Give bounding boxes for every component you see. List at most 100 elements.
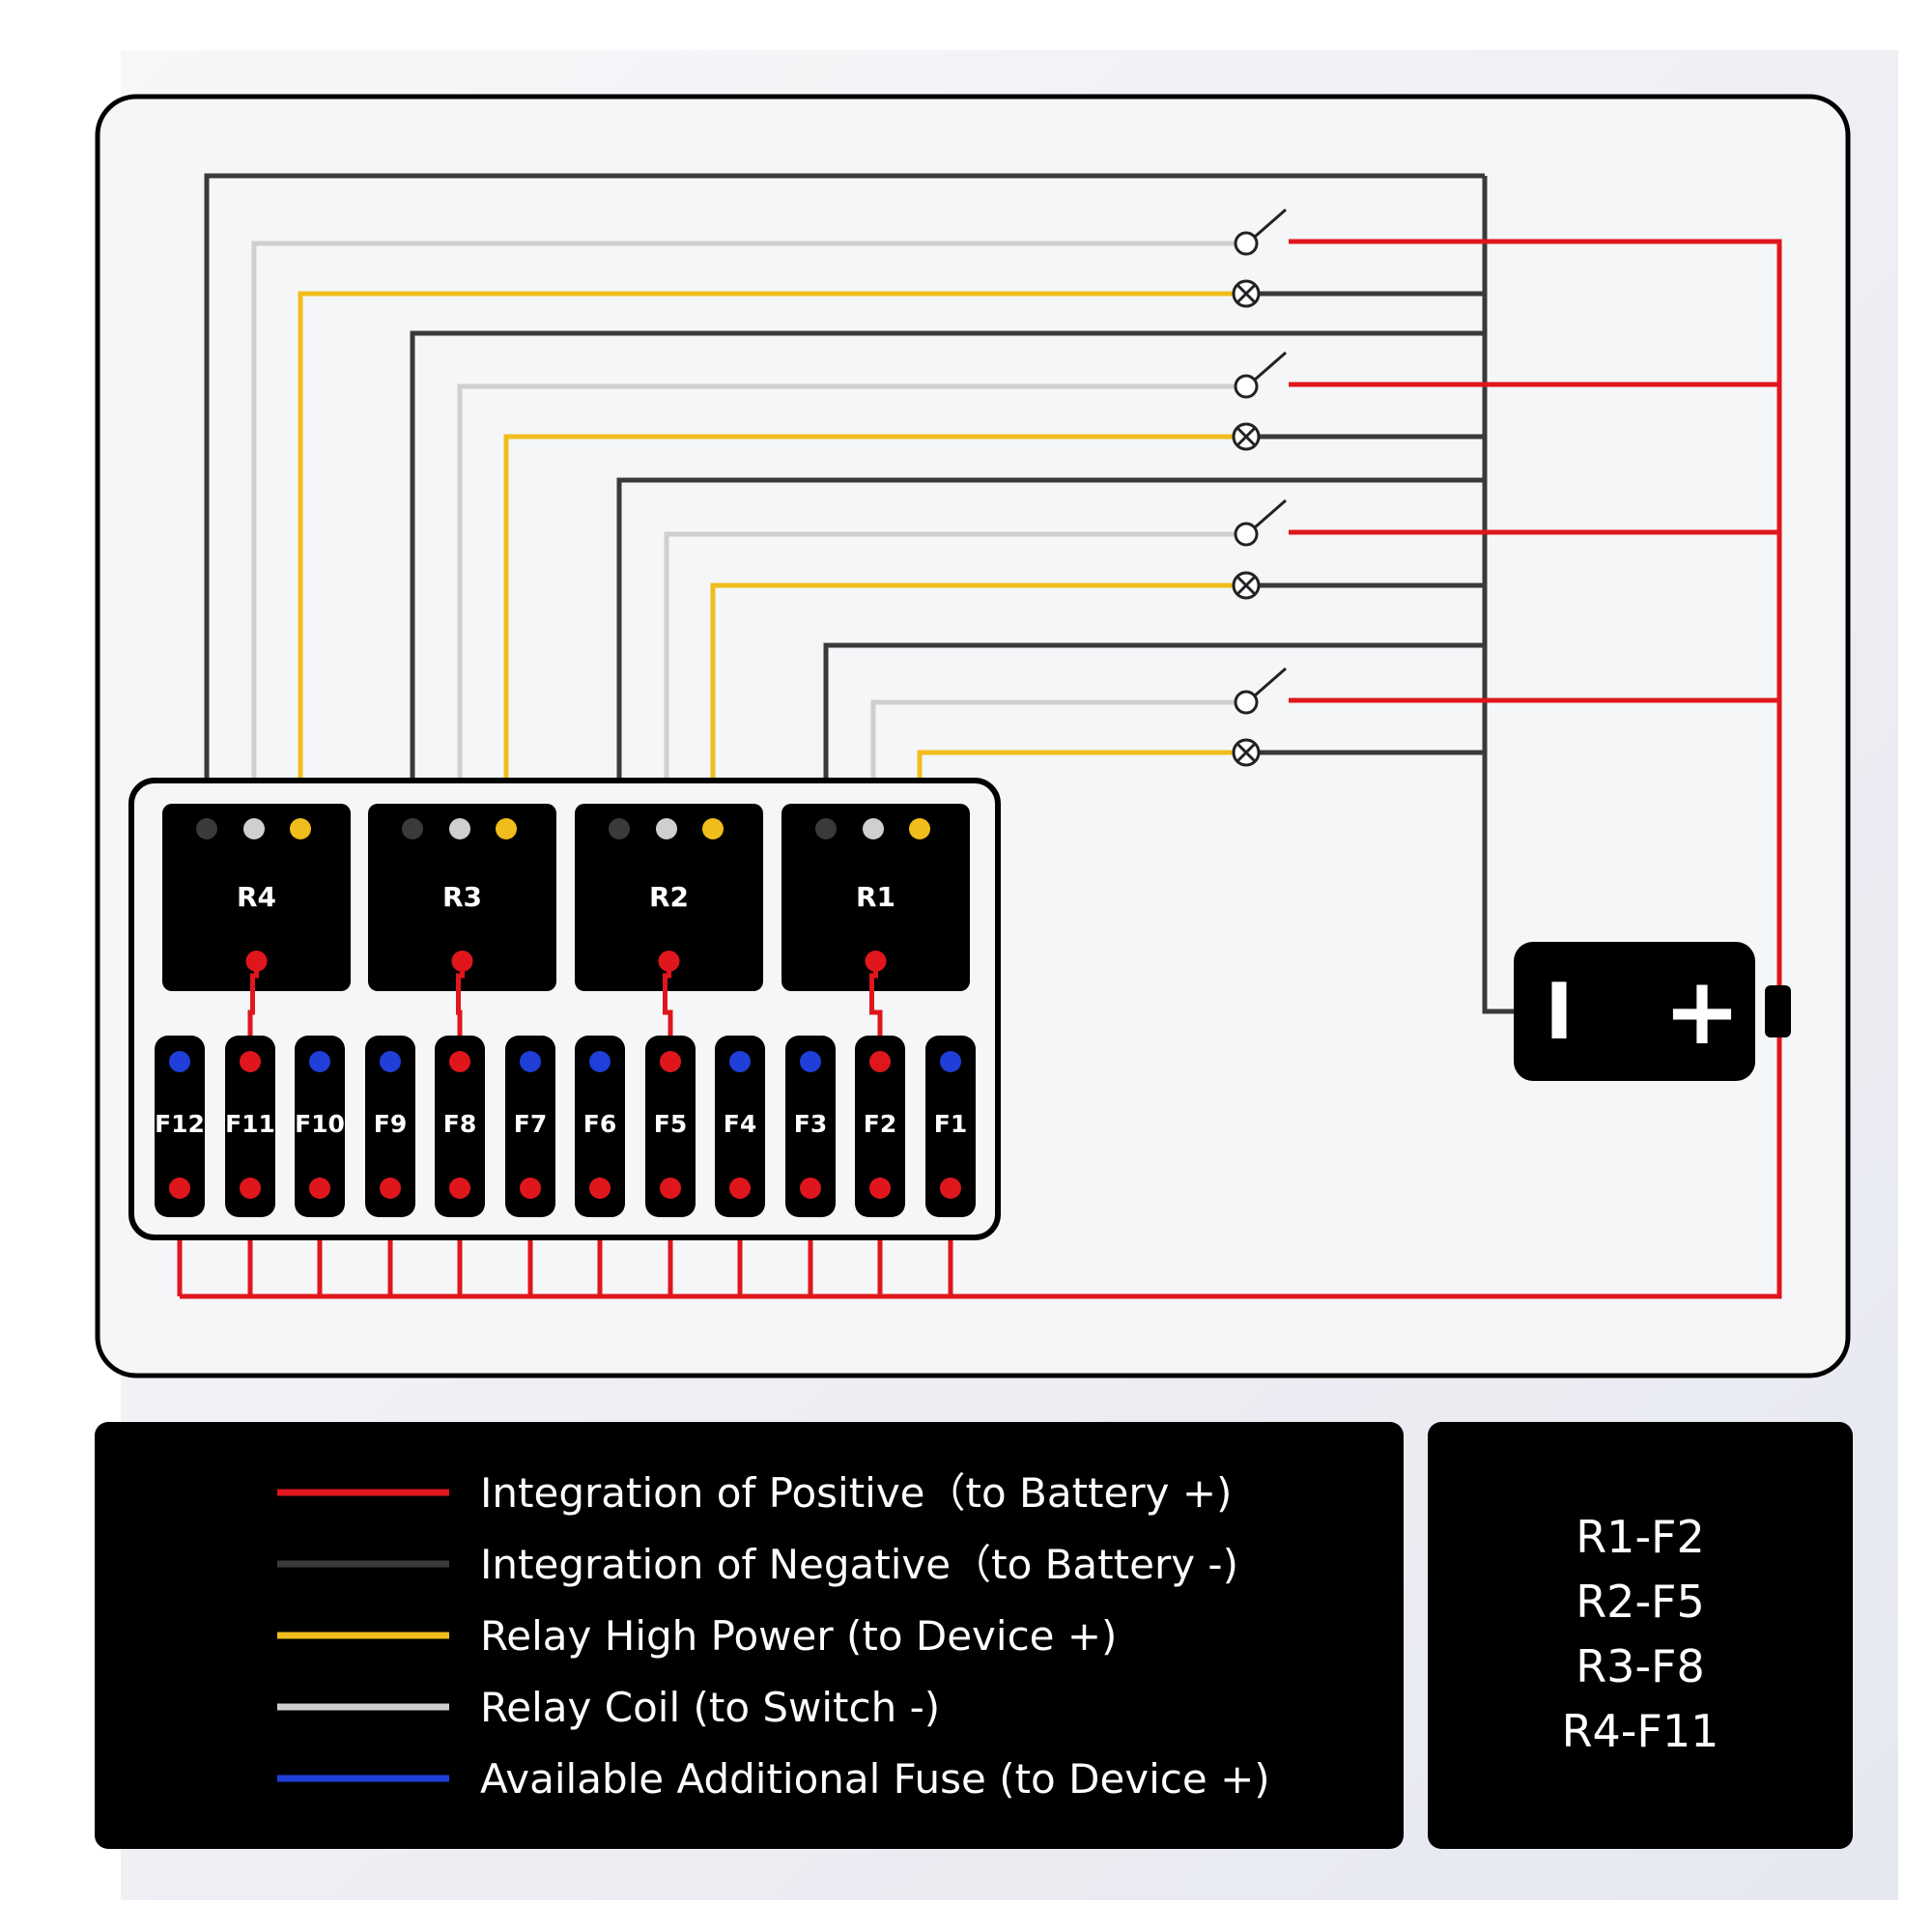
switch-group: [1232, 351, 1287, 451]
fuse-bottom-terminal: [240, 1178, 261, 1199]
fuse-top-terminal: [869, 1051, 891, 1072]
legend-label: Integration of Positive（to Battery +): [480, 1469, 1232, 1517]
coil-wire: [251, 241, 1236, 829]
relay-terminal: [449, 818, 470, 839]
relay-r1: R1: [781, 804, 970, 1062]
fuse-top-terminal: [589, 1051, 611, 1072]
fuse-label: F7: [514, 1110, 547, 1138]
fuse-top-terminal: [800, 1051, 821, 1072]
lamp-cross: [1236, 742, 1257, 763]
fuse-body: [505, 1036, 555, 1217]
fuse-body: [365, 1036, 415, 1217]
fuse-label: F10: [295, 1110, 345, 1138]
fuse-body: [575, 1036, 625, 1217]
fuse-label: F12: [155, 1110, 205, 1138]
mapping-entry: R1-F2: [1576, 1511, 1705, 1563]
battery-body: [1514, 942, 1755, 1081]
legend-item: Available Additional Fuse (to Device +): [277, 1755, 1270, 1803]
fuse-bottom-terminal: [869, 1178, 891, 1199]
relay-body: [781, 804, 970, 991]
fuse-f7: F7: [505, 1036, 555, 1217]
fuse-top-terminal: [449, 1051, 470, 1072]
switch-icon: [1234, 690, 1259, 715]
relay-fuse-link: [663, 961, 673, 1062]
fuse-body: [715, 1036, 765, 1217]
legend-item: Integration of Positive（to Battery +): [277, 1469, 1232, 1517]
fuse-label: F9: [374, 1110, 407, 1138]
legend-panel: Integration of Positive（to Battery +) Int…: [95, 1422, 1404, 1849]
fuse-f5: F5: [645, 1036, 696, 1217]
fuse-body: [925, 1036, 976, 1217]
switch-icon: [1234, 522, 1259, 547]
negative-bus-wire: [1482, 176, 1515, 1014]
switch-icon: [1234, 231, 1259, 256]
fuse-bottom-terminal: [520, 1178, 541, 1199]
legend-label: Integration of Negative（to Battery -): [480, 1541, 1238, 1588]
fuse-body: [295, 1036, 345, 1217]
lamp-cross: [1236, 283, 1257, 304]
legend-background: [95, 1422, 1404, 1849]
legend-item: Integration of Negative（to Battery -): [277, 1541, 1238, 1588]
coil-wire: [664, 531, 1236, 829]
mapping-entry: R3-F8: [1576, 1640, 1705, 1692]
fuse-body: [855, 1036, 905, 1217]
relay-terminal: [863, 818, 884, 839]
relay-fuse-link: [247, 961, 259, 1062]
fuse-f2: F2: [855, 1036, 905, 1217]
relay-r2: R2: [575, 804, 763, 1062]
lamp-icon: [1232, 571, 1261, 600]
lamp-cross: [1236, 575, 1257, 596]
fuse-label: F3: [794, 1110, 827, 1138]
relay-body: [575, 804, 763, 991]
legend-item: Relay High Power (to Device +): [277, 1612, 1117, 1660]
switch-icon: [1234, 374, 1259, 399]
relay-terminal: [243, 818, 265, 839]
relay-body: [368, 804, 556, 991]
fuse-f3: F3: [785, 1036, 836, 1217]
battery-positive-symbol: +: [1663, 957, 1741, 1065]
relay-terminal: [815, 818, 837, 839]
relay-label: R4: [237, 881, 276, 913]
fuse-top-terminal: [240, 1051, 261, 1072]
switch-lever: [1254, 208, 1287, 239]
switch-lever: [1254, 498, 1287, 529]
wires-layer: [177, 173, 1782, 1299]
fuse-bottom-terminal: [380, 1178, 401, 1199]
relay-terminal: [496, 818, 517, 839]
switch-lever: [1254, 667, 1287, 697]
fuse-f12: F12: [155, 1036, 205, 1217]
relay-terminal: [656, 818, 677, 839]
fuse-f11: F11: [225, 1036, 275, 1217]
fuse-f1: F1: [925, 1036, 976, 1217]
fuse-body: [155, 1036, 205, 1217]
switch-group: [1232, 667, 1287, 767]
relay-r3: R3: [368, 804, 556, 1062]
fuse-bottom-terminal: [660, 1178, 681, 1199]
fuse-top-terminal: [309, 1051, 330, 1072]
fuse-f10: F10: [295, 1036, 345, 1217]
relay-terminal: [702, 818, 724, 839]
legend-label: Available Additional Fuse (to Device +): [480, 1755, 1270, 1803]
high-power-wire: [503, 434, 1233, 829]
lamp-icon: [1232, 279, 1261, 308]
fuse-top-terminal: [940, 1051, 961, 1072]
fuse-top-terminal: [660, 1051, 681, 1072]
fuse-top-terminal: [169, 1051, 190, 1072]
fuse-bottom-terminal: [589, 1178, 611, 1199]
negative-wire: [823, 642, 1485, 829]
fuse-label: F5: [654, 1110, 687, 1138]
coil-wire: [457, 384, 1236, 829]
fuse-body: [225, 1036, 275, 1217]
fuse-body: [645, 1036, 696, 1217]
fuse-label: F6: [583, 1110, 616, 1138]
relay-label: R1: [856, 881, 895, 913]
relay-terminal: [609, 818, 630, 839]
fuse-label: F2: [864, 1110, 896, 1138]
fuse-top-terminal: [520, 1051, 541, 1072]
negative-wire: [616, 477, 1485, 829]
relay-fuse-link: [456, 961, 465, 1062]
relay-terminal: [402, 818, 423, 839]
switch-group: [1232, 498, 1287, 600]
fuse-bottom-terminal: [729, 1178, 751, 1199]
